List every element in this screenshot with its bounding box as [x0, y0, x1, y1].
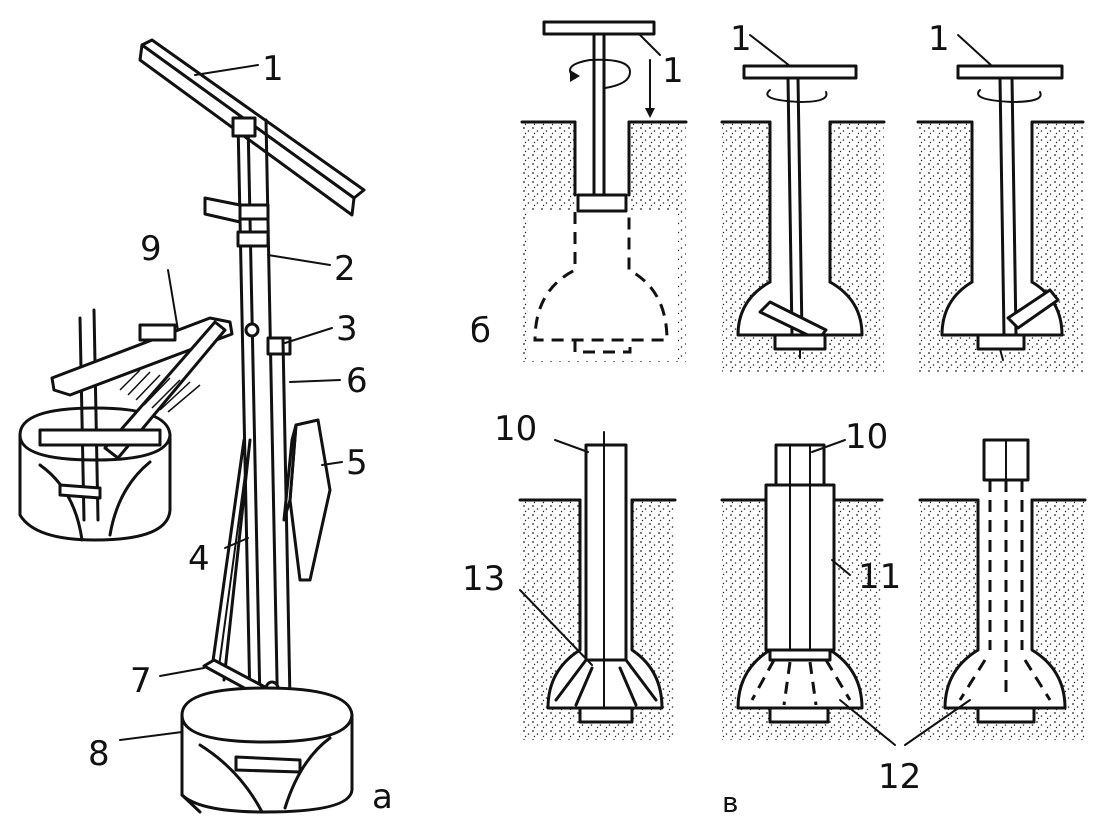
callout-8: 8	[88, 734, 110, 774]
callout-6: 6	[346, 361, 368, 401]
auger-step-1	[542, 20, 661, 213]
panel-v-pile-stages	[518, 431, 1087, 746]
callout-1-b2: 1	[730, 19, 752, 59]
callout-4: 4	[188, 539, 210, 579]
auger-step-3	[956, 34, 1064, 361]
blade-plate	[282, 418, 332, 582]
callout-2: 2	[334, 249, 356, 289]
callout-10-b: 10	[845, 417, 888, 457]
callout-3: 3	[336, 309, 358, 349]
callout-11: 11	[858, 557, 901, 597]
inset-auger-detail	[18, 308, 234, 542]
brace-rods	[202, 438, 281, 704]
pile-stage-2	[720, 443, 884, 740]
callout-labels: 1 2 3 6 5 4 7 8 9 1 1 1 10 10 13 11 12	[88, 19, 950, 797]
drill-rod	[203, 116, 292, 802]
panel-a-leaders	[119, 64, 343, 741]
callout-1-b1: 1	[662, 51, 684, 91]
callout-12: 12	[878, 757, 921, 797]
callout-9: 9	[140, 229, 162, 269]
callout-1-a: 1	[262, 49, 284, 89]
panel-label-v: в	[722, 786, 739, 819]
panel-v-leaders	[519, 439, 971, 746]
pile-stage-3	[918, 438, 1087, 740]
panel-label-a: а	[372, 777, 393, 817]
auger-bucket	[180, 686, 354, 814]
callout-5: 5	[346, 443, 368, 483]
panel-a-auger-drill	[18, 38, 366, 814]
callout-1-b3: 1	[928, 19, 950, 59]
panel-label-b: б	[470, 311, 491, 351]
callout-10-a: 10	[494, 409, 537, 449]
panel-b-drilling-sequence	[520, 20, 1085, 372]
callout-13: 13	[462, 559, 505, 599]
pile-stage-1	[518, 431, 677, 740]
panel-labels: а б в	[372, 311, 739, 819]
auger-step-2	[742, 34, 858, 359]
callout-7: 7	[130, 661, 152, 701]
